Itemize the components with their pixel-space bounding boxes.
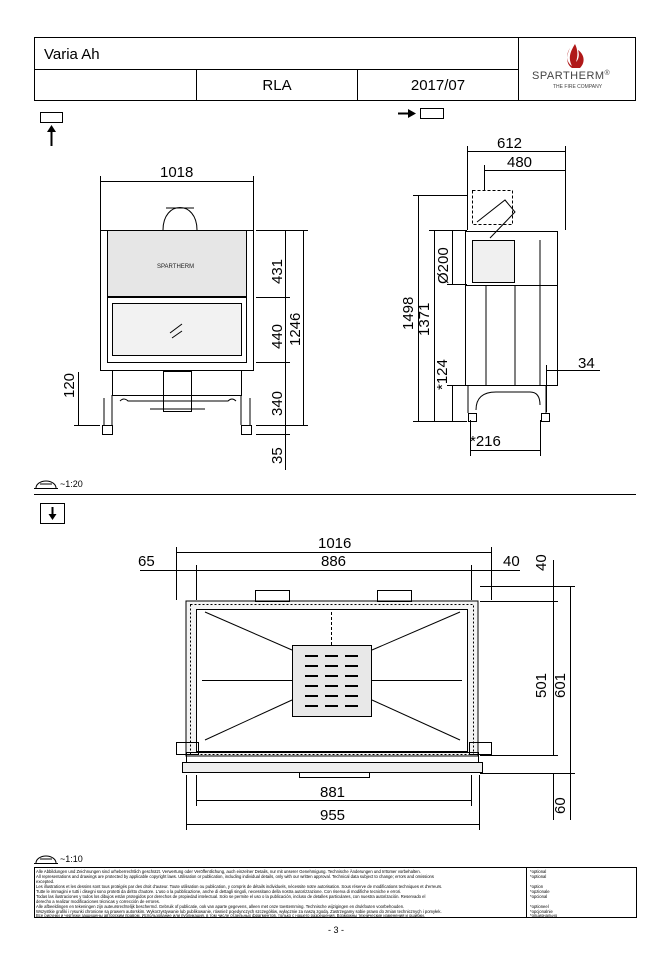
optional-label: *optional (530, 869, 547, 874)
brand-name: SPARTHERM® (532, 70, 611, 82)
plan-left-65-dim: 65 (138, 553, 155, 570)
optional-label: *opcional (530, 894, 548, 899)
optional-label: *опционально (530, 913, 558, 918)
plan-right-40-dim: 40 (503, 553, 520, 570)
plan-width-total-dim: 1016 (318, 535, 352, 552)
legal-line: Todas las ilustraciones y todos los dibu… (36, 894, 426, 899)
variant-label: RLA (262, 76, 292, 94)
scale-bottom-label: ~1:10 (60, 854, 83, 864)
plan-width-881-dim: 881 (320, 784, 346, 801)
legal-line: Tutte le immagini e tutti i disegni sono… (36, 889, 402, 894)
side-depth-dim: 612 (497, 135, 523, 152)
plan-width-955-dim: 955 (320, 807, 346, 824)
legal-line: excepted. (36, 879, 55, 884)
model-name: Varia Ah (44, 45, 100, 63)
optional-label: *optioneel (530, 904, 549, 909)
plan-view-direction-icon (40, 503, 65, 524)
optional-label: *option (530, 884, 544, 889)
brand-tagline: THE FIRE COMPANY (553, 84, 603, 90)
legal-line: Alle afbeeldingen en tekeningen zijn aut… (36, 904, 405, 909)
side-depth-inner-dim: 480 (507, 154, 533, 171)
date-label: 2017/07 (410, 76, 466, 94)
front-view-direction-icon (40, 112, 63, 146)
legal-line: Все рисунки и чертежи защищены авторским… (36, 913, 425, 918)
optional-label: *optional (530, 874, 547, 879)
optional-label: *opcjonalnie (530, 909, 553, 914)
legal-line: Alle Abbildungen und Zeichnungen sind ur… (36, 869, 421, 874)
scale-top-label: ~1:20 (60, 479, 83, 489)
page-number: - 3 - (327, 925, 344, 935)
legal-line: Wszystkie grafiki i rysunki chronione są… (36, 909, 442, 914)
side-view-direction-icon (398, 108, 444, 119)
front-width-dim: 1018 (160, 164, 194, 181)
legal-line: Les illustrations et les dessins sont to… (36, 884, 443, 889)
front-logo: SPARTHERM (157, 264, 195, 270)
optional-label: *opzionale (530, 889, 550, 894)
side-offset-34-dim: 34 (578, 355, 595, 372)
legal-line: derecho a realizar modificaciones técnic… (36, 899, 161, 904)
plan-width-886-dim: 886 (321, 553, 347, 570)
side-offset-216-dim: *216 (470, 433, 501, 450)
legal-line: All representations and drawings are pro… (36, 874, 434, 879)
